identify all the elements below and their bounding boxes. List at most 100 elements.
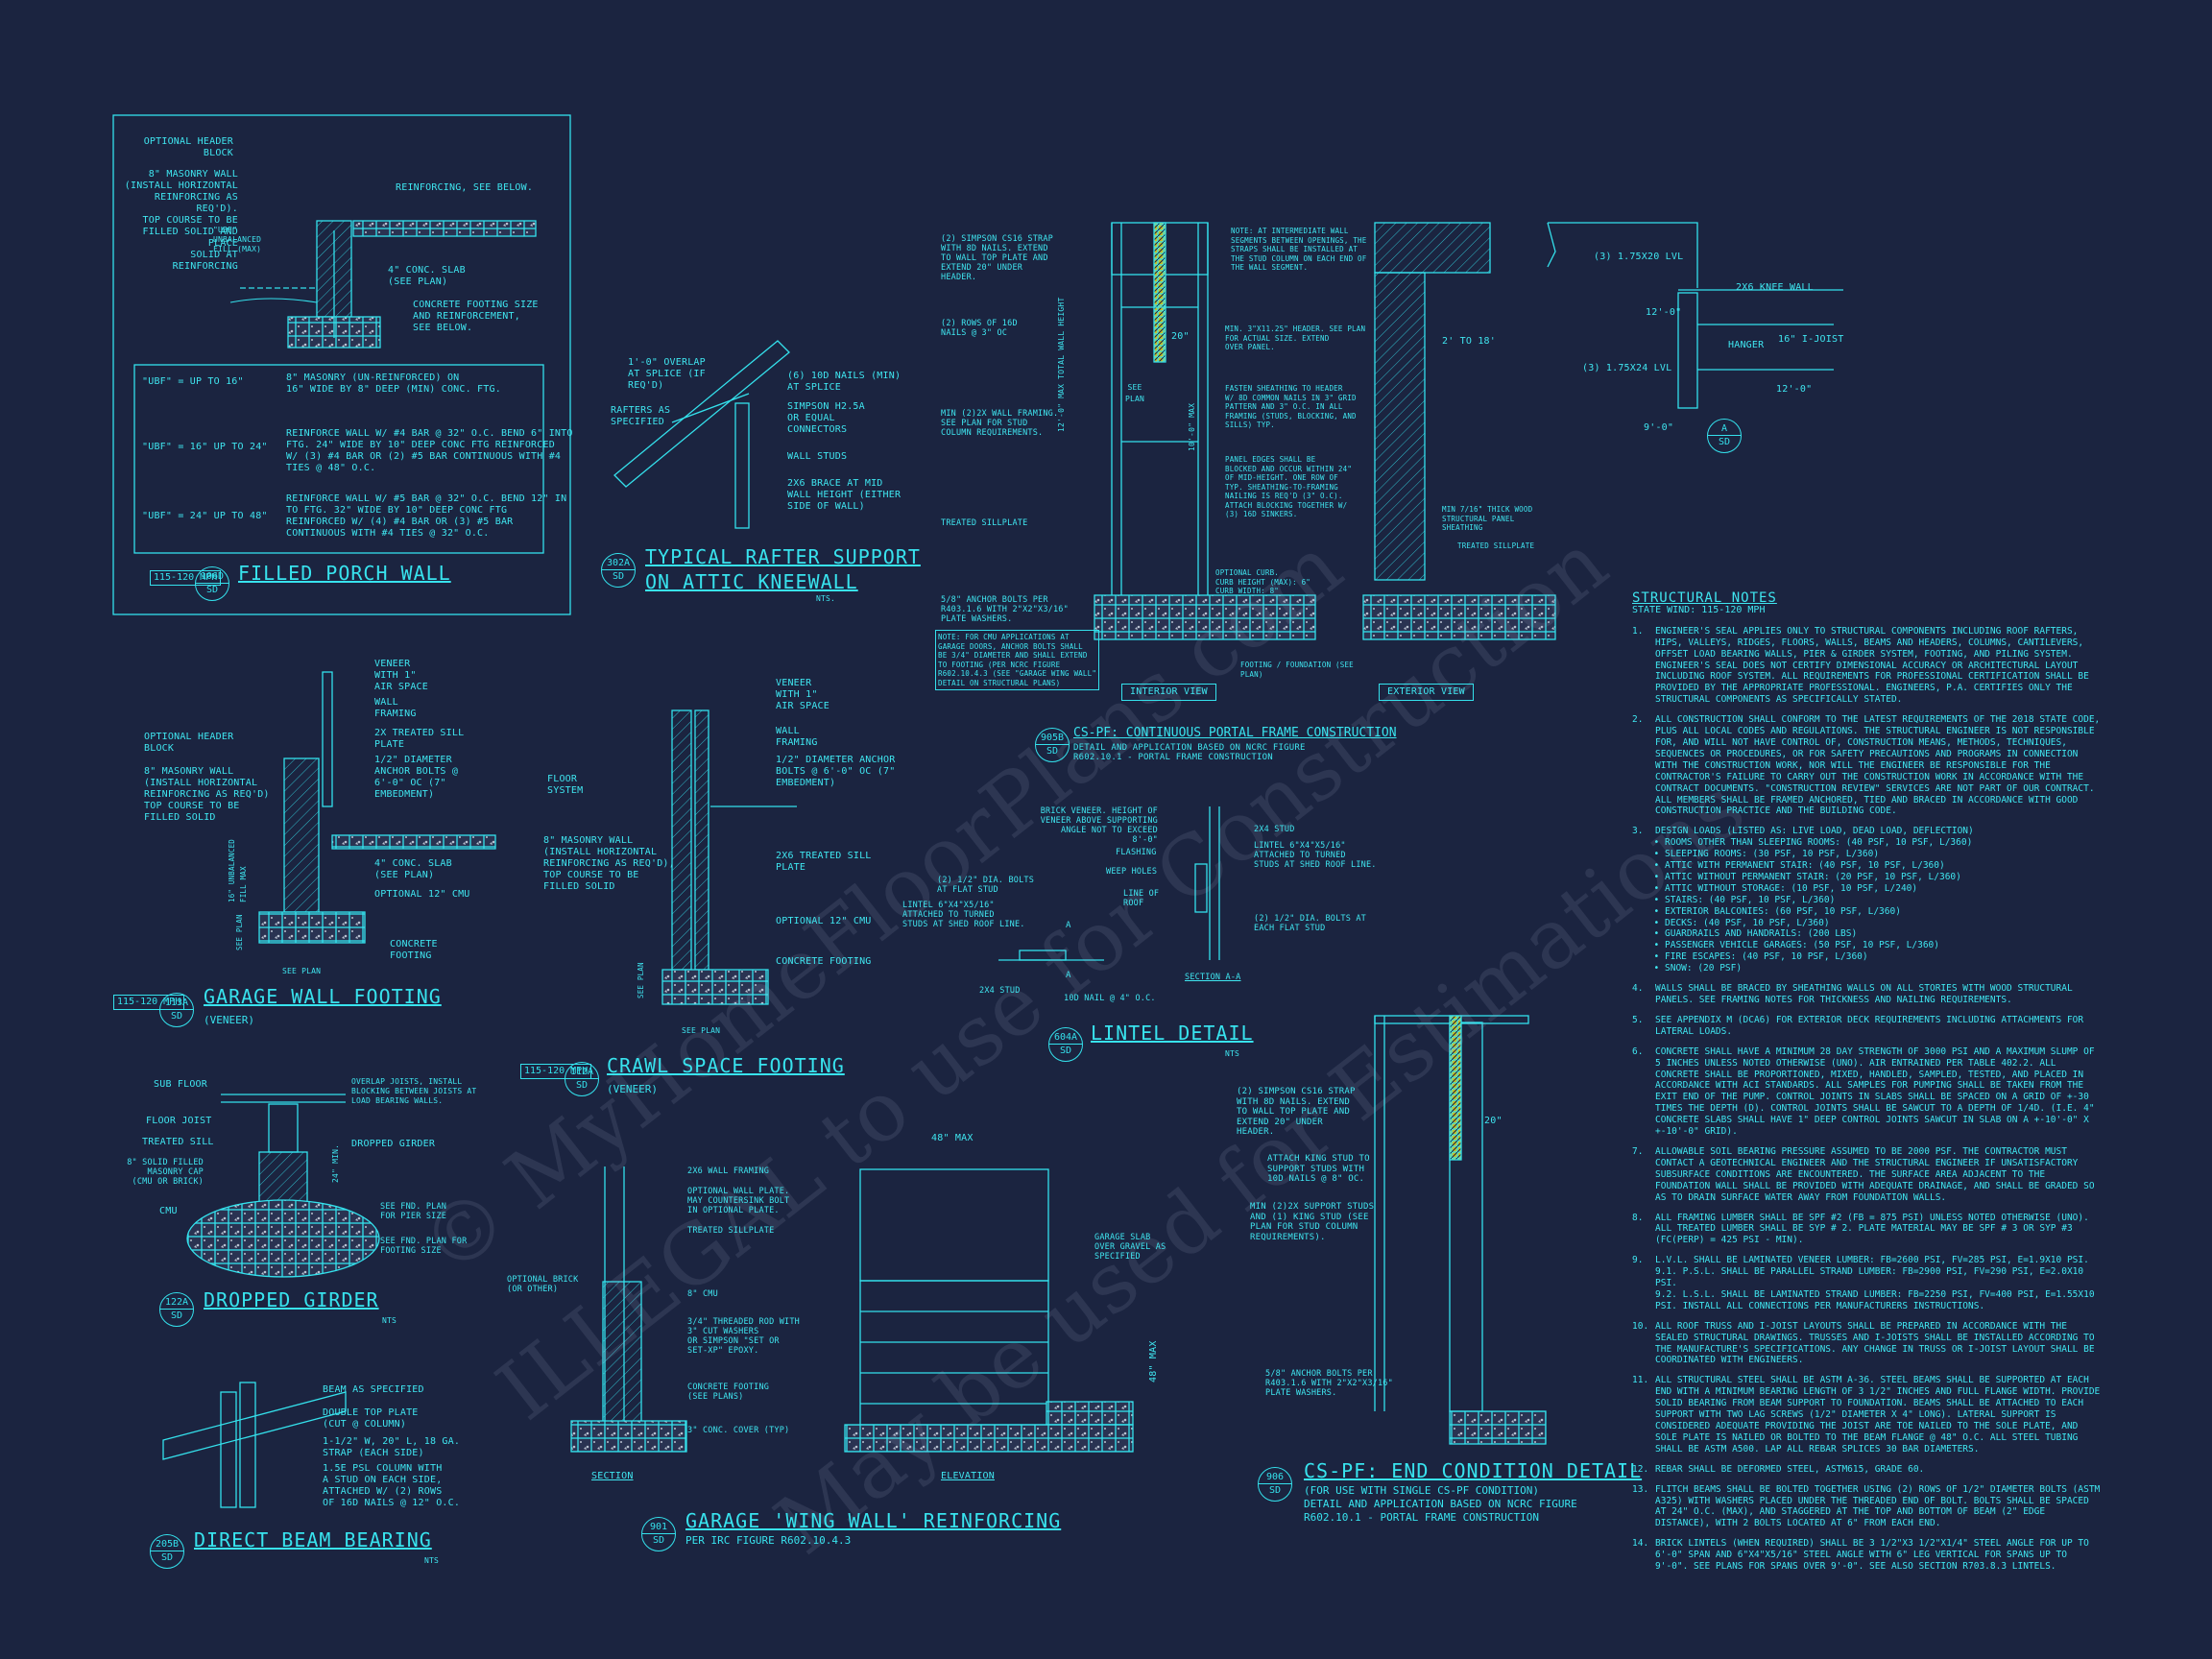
dimension: 20": [1171, 331, 1190, 342]
note-number: 10.: [1632, 1320, 1649, 1332]
end-condition-section: [1374, 1015, 1547, 1445]
label: DROPPED GIRDER: [351, 1139, 436, 1149]
structural-note: 14.BRICK LINTELS (WHEN REQUIRED) SHALL B…: [1632, 1538, 2103, 1573]
detail-subtitle: (FOR USE WITH SINGLE CS-PF CONDITION) DE…: [1304, 1484, 1577, 1524]
dimension: 10'-0" MAX: [1188, 402, 1196, 451]
label: TREATED SILLPLATE: [1457, 541, 1535, 550]
label: FLOOR SYSTEM: [547, 774, 584, 796]
note-number: 2.: [1632, 714, 1644, 726]
label: SEE FND. PLAN FOR PIER SIZE: [380, 1202, 447, 1221]
detail-title: CRAWL SPACE FOOTING: [607, 1054, 845, 1077]
label: SEE PLAN: [1125, 383, 1145, 403]
detail-title: CS-PF: END CONDITION DETAIL: [1304, 1459, 1643, 1482]
label: VENEER WITH 1" AIR SPACE: [374, 659, 428, 692]
label: SEE FND. PLAN FOR FOOTING SIZE: [380, 1237, 468, 1256]
design-load-item: GUARDRAILS AND HANDRAILS: (200 LBS): [1665, 928, 1974, 940]
label: OPTIONAL HEADER BLOCK: [144, 732, 234, 754]
label: WALL FRAMING: [776, 726, 818, 748]
notes-list: 1.ENGINEER'S SEAL APPLIES ONLY TO STRUCT…: [1632, 626, 2103, 1573]
section-mark: A: [1066, 921, 1071, 930]
label: MIN (2)2X SUPPORT STUDS AND (1) KING STU…: [1250, 1202, 1375, 1242]
label: DOUBLE TOP PLATE (CUT @ COLUMN): [323, 1407, 419, 1430]
label: "UBF" UNBALANCED FILL (MAX): [213, 226, 262, 253]
dimension: SEE PLAN: [637, 962, 645, 998]
label: OPTIONAL 12" CMU: [776, 916, 872, 926]
design-load-item: FIRE ESCAPES: (40 PSF, 10 PSF, L/360): [1665, 951, 1974, 963]
label: 2x6 BRACE AT MID WALL HEIGHT (EITHER SID…: [787, 478, 902, 512]
note-number: 13.: [1632, 1483, 1649, 1495]
dimension: 48" MAX: [931, 1133, 974, 1143]
structural-note: 12.REBAR SHALL BE DEFORMED STEEL, ASTM61…: [1632, 1464, 2103, 1476]
design-load-item: EXTERIOR BALCONIES: (60 PSF, 10 PSF, L/3…: [1665, 906, 1974, 918]
dimension: 20": [1484, 1116, 1503, 1126]
design-load-item: PASSENGER VEHICLE GARAGES: (50 PSF, 10 P…: [1665, 940, 1974, 951]
label: RAFTERS AS SPECIFIED: [611, 405, 671, 427]
label: GARAGE SLAB OVER GRAVEL AS SPECIFIED: [1094, 1233, 1166, 1262]
design-load-item: ROOMS OTHER THAN SLEEPING ROOMS: (40 PSF…: [1665, 837, 1974, 849]
label: OPTIONAL 12" CMU: [374, 889, 470, 900]
note-text: DESIGN LOADS (LISTED AS: LIVE LOAD, DEAD…: [1655, 826, 1974, 974]
structural-note: 11.ALL STRUCTURAL STEEL SHALL BE ASTM A-…: [1632, 1375, 2103, 1455]
detail-title: DROPPED GIRDER: [204, 1288, 379, 1311]
detail-subtitle: (VENEER): [607, 1083, 658, 1095]
section-mark: A: [1066, 971, 1071, 980]
label: 1/2" DIAMETER ANCHOR BOLTS @ 6'-0" OC (7…: [374, 755, 459, 800]
label: MIN 7/16" THICK WOOD STRUCTURAL PANEL SH…: [1442, 505, 1533, 532]
dimension: 2' TO 18': [1442, 336, 1496, 347]
detail-title: TYPICAL RAFTER SUPPORT: [645, 545, 921, 568]
label: BEAM AS SPECIFIED: [323, 1384, 424, 1395]
label: TREATED SILLPLATE: [687, 1226, 775, 1236]
design-load-item: ATTIC WITHOUT STORAGE: (10 PSF, 10 PSF, …: [1665, 883, 1974, 895]
design-load-item: STAIRS: (40 PSF, 10 PSF, L/360): [1665, 895, 1974, 906]
structural-note: 4.WALLS SHALL BE BRACED BY SHEATHING WAL…: [1632, 983, 2103, 1006]
label: WEEP HOLES: [1106, 867, 1158, 877]
note-text: BRICK LINTELS (WHEN REQUIRED) SHALL BE 3…: [1655, 1538, 2089, 1573]
exterior-view-caption: EXTERIOR VIEW: [1379, 684, 1474, 701]
nts: NTS.: [816, 594, 836, 603]
detail-title: FILLED PORCH WALL: [238, 562, 451, 585]
label: CONCRETE FOOTING: [776, 956, 872, 967]
dimension: 12'-0": [1646, 307, 1682, 318]
dimension: SEE PLAN: [282, 967, 322, 975]
portal-frame-exterior-view: [1362, 222, 1556, 640]
ubf-row-value: REINFORCE WALL W/ #4 BAR @ 32" O.C. BEND…: [286, 428, 573, 473]
label: 1-1/2" W, 20" L, 18 GA. STRAP (EACH SIDE…: [323, 1436, 461, 1458]
label: VENEER WITH 1" AIR SPACE: [776, 678, 830, 711]
dimension: 12'-0": [1776, 384, 1813, 395]
label: LINE OF ROOF: [1123, 889, 1160, 908]
design-load-item: SNOW: (20 PSF): [1665, 963, 1974, 974]
design-load-item: SLEEPING ROOMS: (30 PSF, 10 PSF, L/360): [1665, 849, 1974, 860]
structural-note: 9.L.V.L. SHALL BE LAMINATED VENEER LUMBE…: [1632, 1255, 2103, 1312]
label: FLOOR JOIST: [146, 1116, 212, 1126]
label: WALL STUDS: [787, 451, 848, 462]
label: PANEL EDGES SHALL BE BLOCKED AND OCCUR W…: [1225, 455, 1353, 518]
dimension: 24" MIN.: [331, 1143, 340, 1183]
dimension: 9'-0": [1644, 422, 1674, 433]
label: OPTIONAL CURB. CURB HEIGHT (MAX): 6" CUR…: [1215, 568, 1311, 595]
detail-subtitle: (VENEER): [204, 1014, 254, 1026]
structural-note: 8.ALL FRAMING LUMBER SHALL BE SPF #2 (Fb…: [1632, 1213, 2103, 1247]
structural-note: 1.ENGINEER'S SEAL APPLIES ONLY TO STRUCT…: [1632, 626, 2103, 706]
label: (3) 1.75x20 LVL: [1594, 252, 1684, 262]
design-load-item: ATTIC WITH PERMANENT STAIR: (40 PSF, 10 …: [1665, 860, 1974, 872]
label: TREATED SILL: [142, 1137, 214, 1147]
label: 2x4 STUD: [979, 986, 1021, 996]
label: CMU: [159, 1206, 178, 1216]
label: FASTEN SHEATHING TO HEADER W/ 8d COMMON …: [1225, 384, 1357, 429]
note-text: FLITCH BEAMS SHALL BE BOLTED TOGETHER US…: [1655, 1483, 2101, 1529]
rafter-support-sketch: [613, 340, 790, 529]
porch-wall-frame: [112, 114, 571, 615]
label: (2) 1/2" DIA. BOLTS AT EACH FLAT STUD: [1254, 914, 1366, 933]
elevation-caption: ELEVATION: [941, 1471, 995, 1481]
label: OPTIONAL HEADER BLOCK: [143, 136, 233, 158]
detail-title: GARAGE WALL FOOTING: [204, 985, 442, 1008]
label: BRICK VENEER. HEIGHT OF VENEER ABOVE SUP…: [1040, 806, 1158, 845]
lintel-detail-sketch: [998, 806, 1220, 961]
detail-subtitle: PER IRC FIGURE R602.10.4.3: [685, 1534, 852, 1547]
